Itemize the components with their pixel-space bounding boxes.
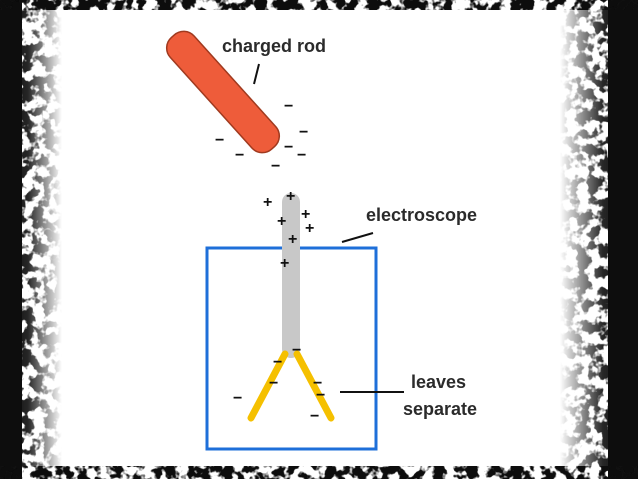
negative-charge: − (235, 147, 244, 164)
rod-charges: − − − − − − − (215, 98, 308, 175)
positive-charge: + (301, 206, 310, 223)
negative-charge: − (292, 342, 301, 359)
left-leaf (247, 350, 289, 422)
negative-charge: − (215, 132, 224, 149)
charged-rod-pointer (253, 63, 260, 85)
charged-rod-label: charged rod (222, 36, 326, 56)
negative-charge: − (284, 139, 293, 156)
negative-charge: − (269, 375, 278, 392)
negative-charge: − (313, 375, 322, 392)
negative-charge: − (299, 124, 308, 141)
positive-charge: + (263, 194, 272, 211)
negative-charge: − (273, 354, 282, 371)
right-leaf (293, 350, 335, 422)
leaves-label-line2: separate (403, 399, 477, 419)
positive-charge: + (305, 220, 314, 237)
negative-charge: − (297, 147, 306, 164)
negative-charge: − (233, 390, 242, 407)
positive-charge: + (280, 255, 289, 272)
negative-charge: − (316, 387, 325, 404)
positive-charge: + (277, 213, 286, 230)
negative-charge: − (310, 408, 319, 425)
positive-charge: + (286, 188, 295, 205)
electroscope-label: electroscope (366, 205, 477, 225)
negative-charge: − (271, 158, 280, 175)
stem-charges: + + + + + + + (263, 188, 314, 272)
electroscope-stem (282, 193, 300, 358)
electroscope-pointer (341, 232, 374, 243)
negative-charge: − (284, 98, 293, 115)
charged-rod (165, 30, 281, 154)
positive-charge: + (288, 231, 297, 248)
leaf-charges: − − − − − − − (233, 342, 325, 425)
leaves-label-line1: leaves (411, 372, 466, 392)
